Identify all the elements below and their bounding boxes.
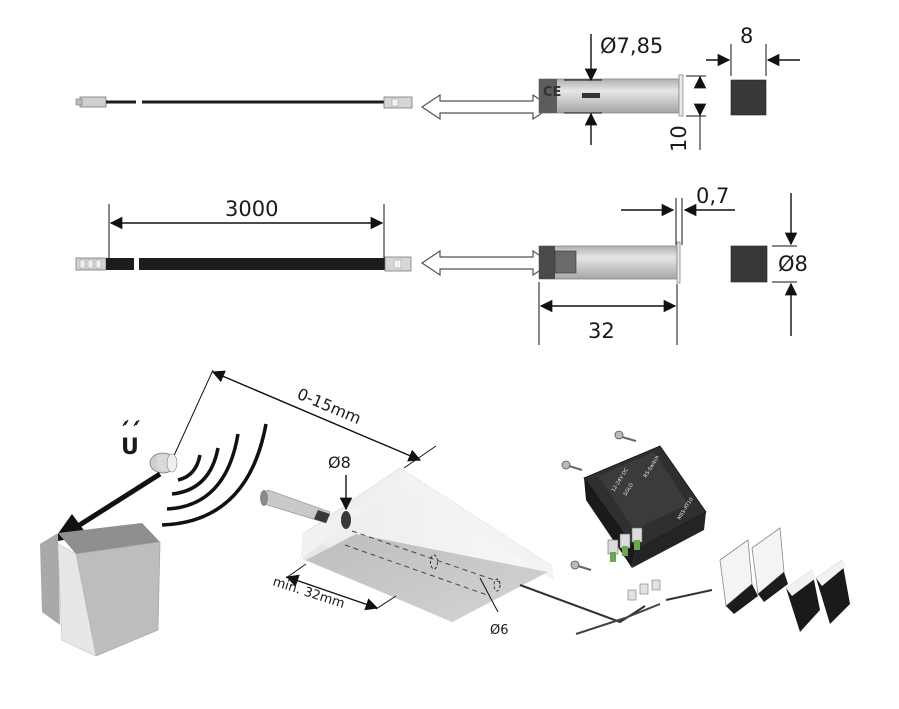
bottom-magnet: Ø8 <box>730 193 808 336</box>
terminal-block <box>607 527 643 562</box>
adhesive-pads <box>719 527 850 632</box>
height-label: 10 <box>667 125 691 152</box>
screw-icon <box>614 430 637 442</box>
bottom-connect-arrow <box>420 249 553 277</box>
screws <box>561 430 637 571</box>
control-module: 12-24V DC SOLO RS-Switch MSS-RT10 <box>583 445 707 568</box>
install-cables <box>519 584 713 635</box>
hole-diameter-dimension: Ø8 <box>328 453 353 511</box>
magnetic-field-arcs <box>161 423 268 527</box>
adhesive-pad-black <box>816 560 850 624</box>
adhesive-pad-black <box>786 570 820 632</box>
magnet-symbol-icon: U <box>121 419 140 460</box>
channel-diameter-dimension: Ø6 <box>479 577 509 638</box>
body-length-dimension: 32 <box>538 282 678 345</box>
top-connect-arrow <box>420 93 553 121</box>
installation-scene: 0-15mm U <box>40 369 850 657</box>
cable-connectors <box>627 579 661 601</box>
diameter-dimension-top: Ø7,85 <box>564 34 663 145</box>
min-depth-label: min. 32mm <box>271 575 347 612</box>
flange-dimension: 0,7 <box>621 184 735 245</box>
magnet-cylinder <box>149 452 178 474</box>
bottom-sensor-body <box>538 241 681 284</box>
body-length-label: 32 <box>588 319 615 343</box>
screw-icon <box>570 560 592 571</box>
bottom-sensor-assembly: 3000 0,7 <box>75 184 808 345</box>
cable-length-label: 3000 <box>225 197 278 221</box>
hole-diameter-label: Ø8 <box>328 453 351 472</box>
ce-mark: CE <box>543 85 561 100</box>
adhesive-pad-white <box>751 527 788 602</box>
top-sensor-assembly: CE Ø7,85 10 8 <box>75 24 800 152</box>
adhesive-pad-white <box>719 539 758 614</box>
cable-length-dimension: 3000 <box>108 197 385 258</box>
flange-label: 0,7 <box>696 184 729 208</box>
top-magnet: 8 <box>706 24 800 116</box>
screw-icon <box>561 460 583 471</box>
top-sensor-body: CE <box>538 74 684 117</box>
magnet-width-label: 8 <box>740 24 753 48</box>
channel-diameter-label: Ø6 <box>490 623 509 638</box>
install-sensor <box>260 489 331 524</box>
top-cable <box>75 96 413 109</box>
diameter-label-top: Ø7,85 <box>600 34 663 58</box>
bottom-cable <box>75 256 412 272</box>
gap-dimension: 0-15mm <box>171 369 437 469</box>
cabinet-illustration <box>40 523 161 657</box>
height-dimension: 10 <box>667 75 707 152</box>
mounting-board <box>300 467 554 623</box>
svg-text:U: U <box>121 435 139 460</box>
magnet-diameter-label: Ø8 <box>778 252 808 276</box>
